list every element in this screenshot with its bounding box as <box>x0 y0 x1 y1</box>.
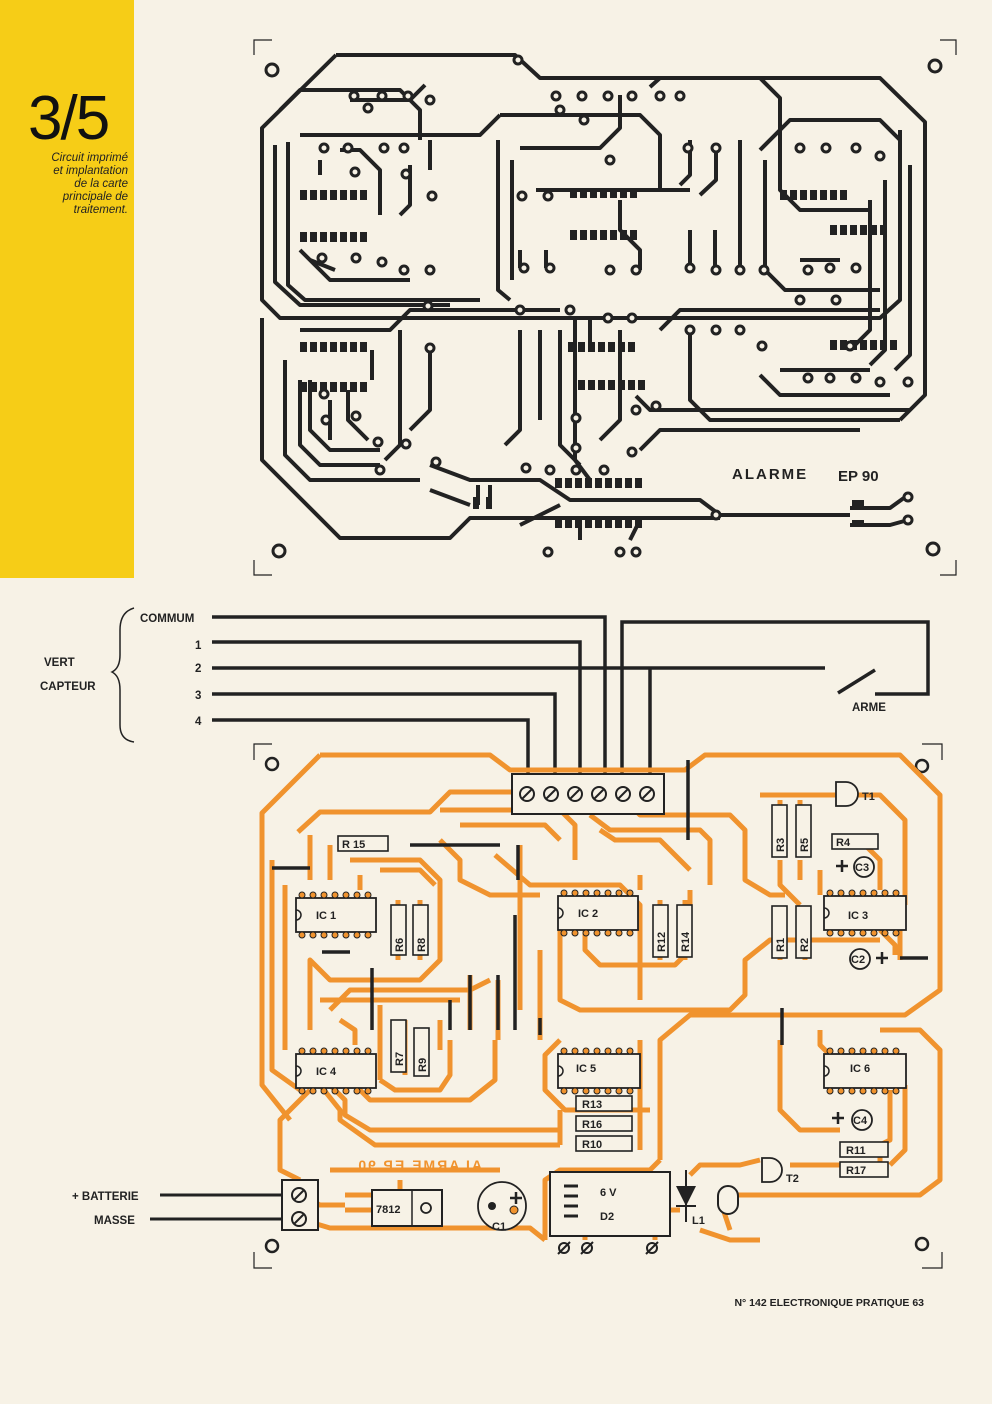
relay-label: 6 V <box>600 1187 617 1199</box>
external-wiring: VERT CAPTEUR COMMUM 1 2 3 4 ARME + BATTE… <box>40 607 930 1227</box>
ic-label-ic6: IC 6 <box>850 1063 870 1075</box>
res-label-r14: R14 <box>680 931 692 952</box>
pcb-copper-side: ALARME EP 90 <box>253 39 957 576</box>
regulator-label: 7812 <box>376 1204 400 1216</box>
cap-label-c4: C4 <box>853 1115 868 1127</box>
res-label-r15: R 15 <box>342 839 365 851</box>
wire-label-1: 1 <box>195 640 202 652</box>
wire-label-3: 3 <box>195 690 201 702</box>
ic-label-ic2: IC 2 <box>578 908 598 920</box>
cap-label-c2: C2 <box>851 954 865 966</box>
regulator-7812: 7812 <box>371 1189 443 1227</box>
wire-group-brace <box>110 607 135 743</box>
res-label-r3: R3 <box>775 838 787 852</box>
figure-number: 3/5 <box>28 84 110 153</box>
pcb-label-ep: EP 90 <box>838 468 879 485</box>
res-label-r11: R11 <box>846 1145 866 1157</box>
figure-caption: Circuit imprimé et implantation de la ca… <box>51 152 128 216</box>
res-label-r7: R7 <box>394 1052 406 1066</box>
res-label-r10: R10 <box>582 1139 602 1151</box>
ic-label-ic5: IC 5 <box>576 1063 596 1075</box>
diode-label: L1 <box>692 1215 705 1227</box>
res-label-r8: R8 <box>416 938 428 952</box>
arme-switch-blade <box>837 668 876 695</box>
res-label-r12: R12 <box>656 932 668 952</box>
ic-label-ic4: IC 4 <box>316 1066 337 1078</box>
cap-label-c3: C3 <box>855 862 869 874</box>
transistor-label-t1: T1 <box>862 791 875 803</box>
res-label-r16: R16 <box>582 1119 602 1131</box>
cap-label-c1: C1 <box>492 1221 506 1233</box>
group-label-capteur: CAPTEUR <box>40 681 96 693</box>
res-label-r1: R1 <box>775 938 787 952</box>
power-label-masse: MASSE <box>94 1215 135 1227</box>
ic-label-ic1: IC 1 <box>316 910 336 922</box>
pcb-ic-footprint <box>300 190 367 200</box>
page-footer: N° 142 ELECTRONIQUE PRATIQUE 63 <box>734 1297 924 1309</box>
switch-label-arme: ARME <box>852 702 886 714</box>
wire-label-2: 2 <box>195 663 201 675</box>
power-label-batterie: + BATTERIE <box>72 1191 139 1203</box>
res-label-r5: R5 <box>799 838 811 852</box>
wire-label-4: 4 <box>195 716 202 728</box>
res-label-r6: R6 <box>394 938 406 952</box>
led-l1 <box>717 1185 739 1215</box>
relay-6v: 6 V D2 <box>549 1171 671 1255</box>
res-label-r17: R17 <box>846 1165 866 1177</box>
relay-voltage: D2 <box>600 1211 614 1223</box>
ic-label-ic3: IC 3 <box>848 910 868 922</box>
diode-d2: L1 <box>676 1170 705 1227</box>
yellow-side-band <box>0 0 134 578</box>
power-terminal-block <box>281 1179 319 1231</box>
group-label-vert: VERT <box>44 657 75 669</box>
mirrored-board-label: ALARME EP 90 <box>356 1157 482 1173</box>
pcb-label-alarme: ALARME <box>732 466 808 483</box>
res-label-r13: R13 <box>582 1099 602 1111</box>
wire-label-commum: COMMUM <box>140 613 194 625</box>
res-label-r2: R2 <box>799 938 811 952</box>
pcb-component-side: IC 1 IC 2 IC 3 IC 4 IC 5 IC 6 <box>253 743 943 1269</box>
transistor-label-t2: T2 <box>786 1173 799 1185</box>
res-label-r9: R9 <box>417 1058 429 1072</box>
res-label-r4: R4 <box>836 837 851 849</box>
sensor-terminal-block <box>511 773 665 815</box>
